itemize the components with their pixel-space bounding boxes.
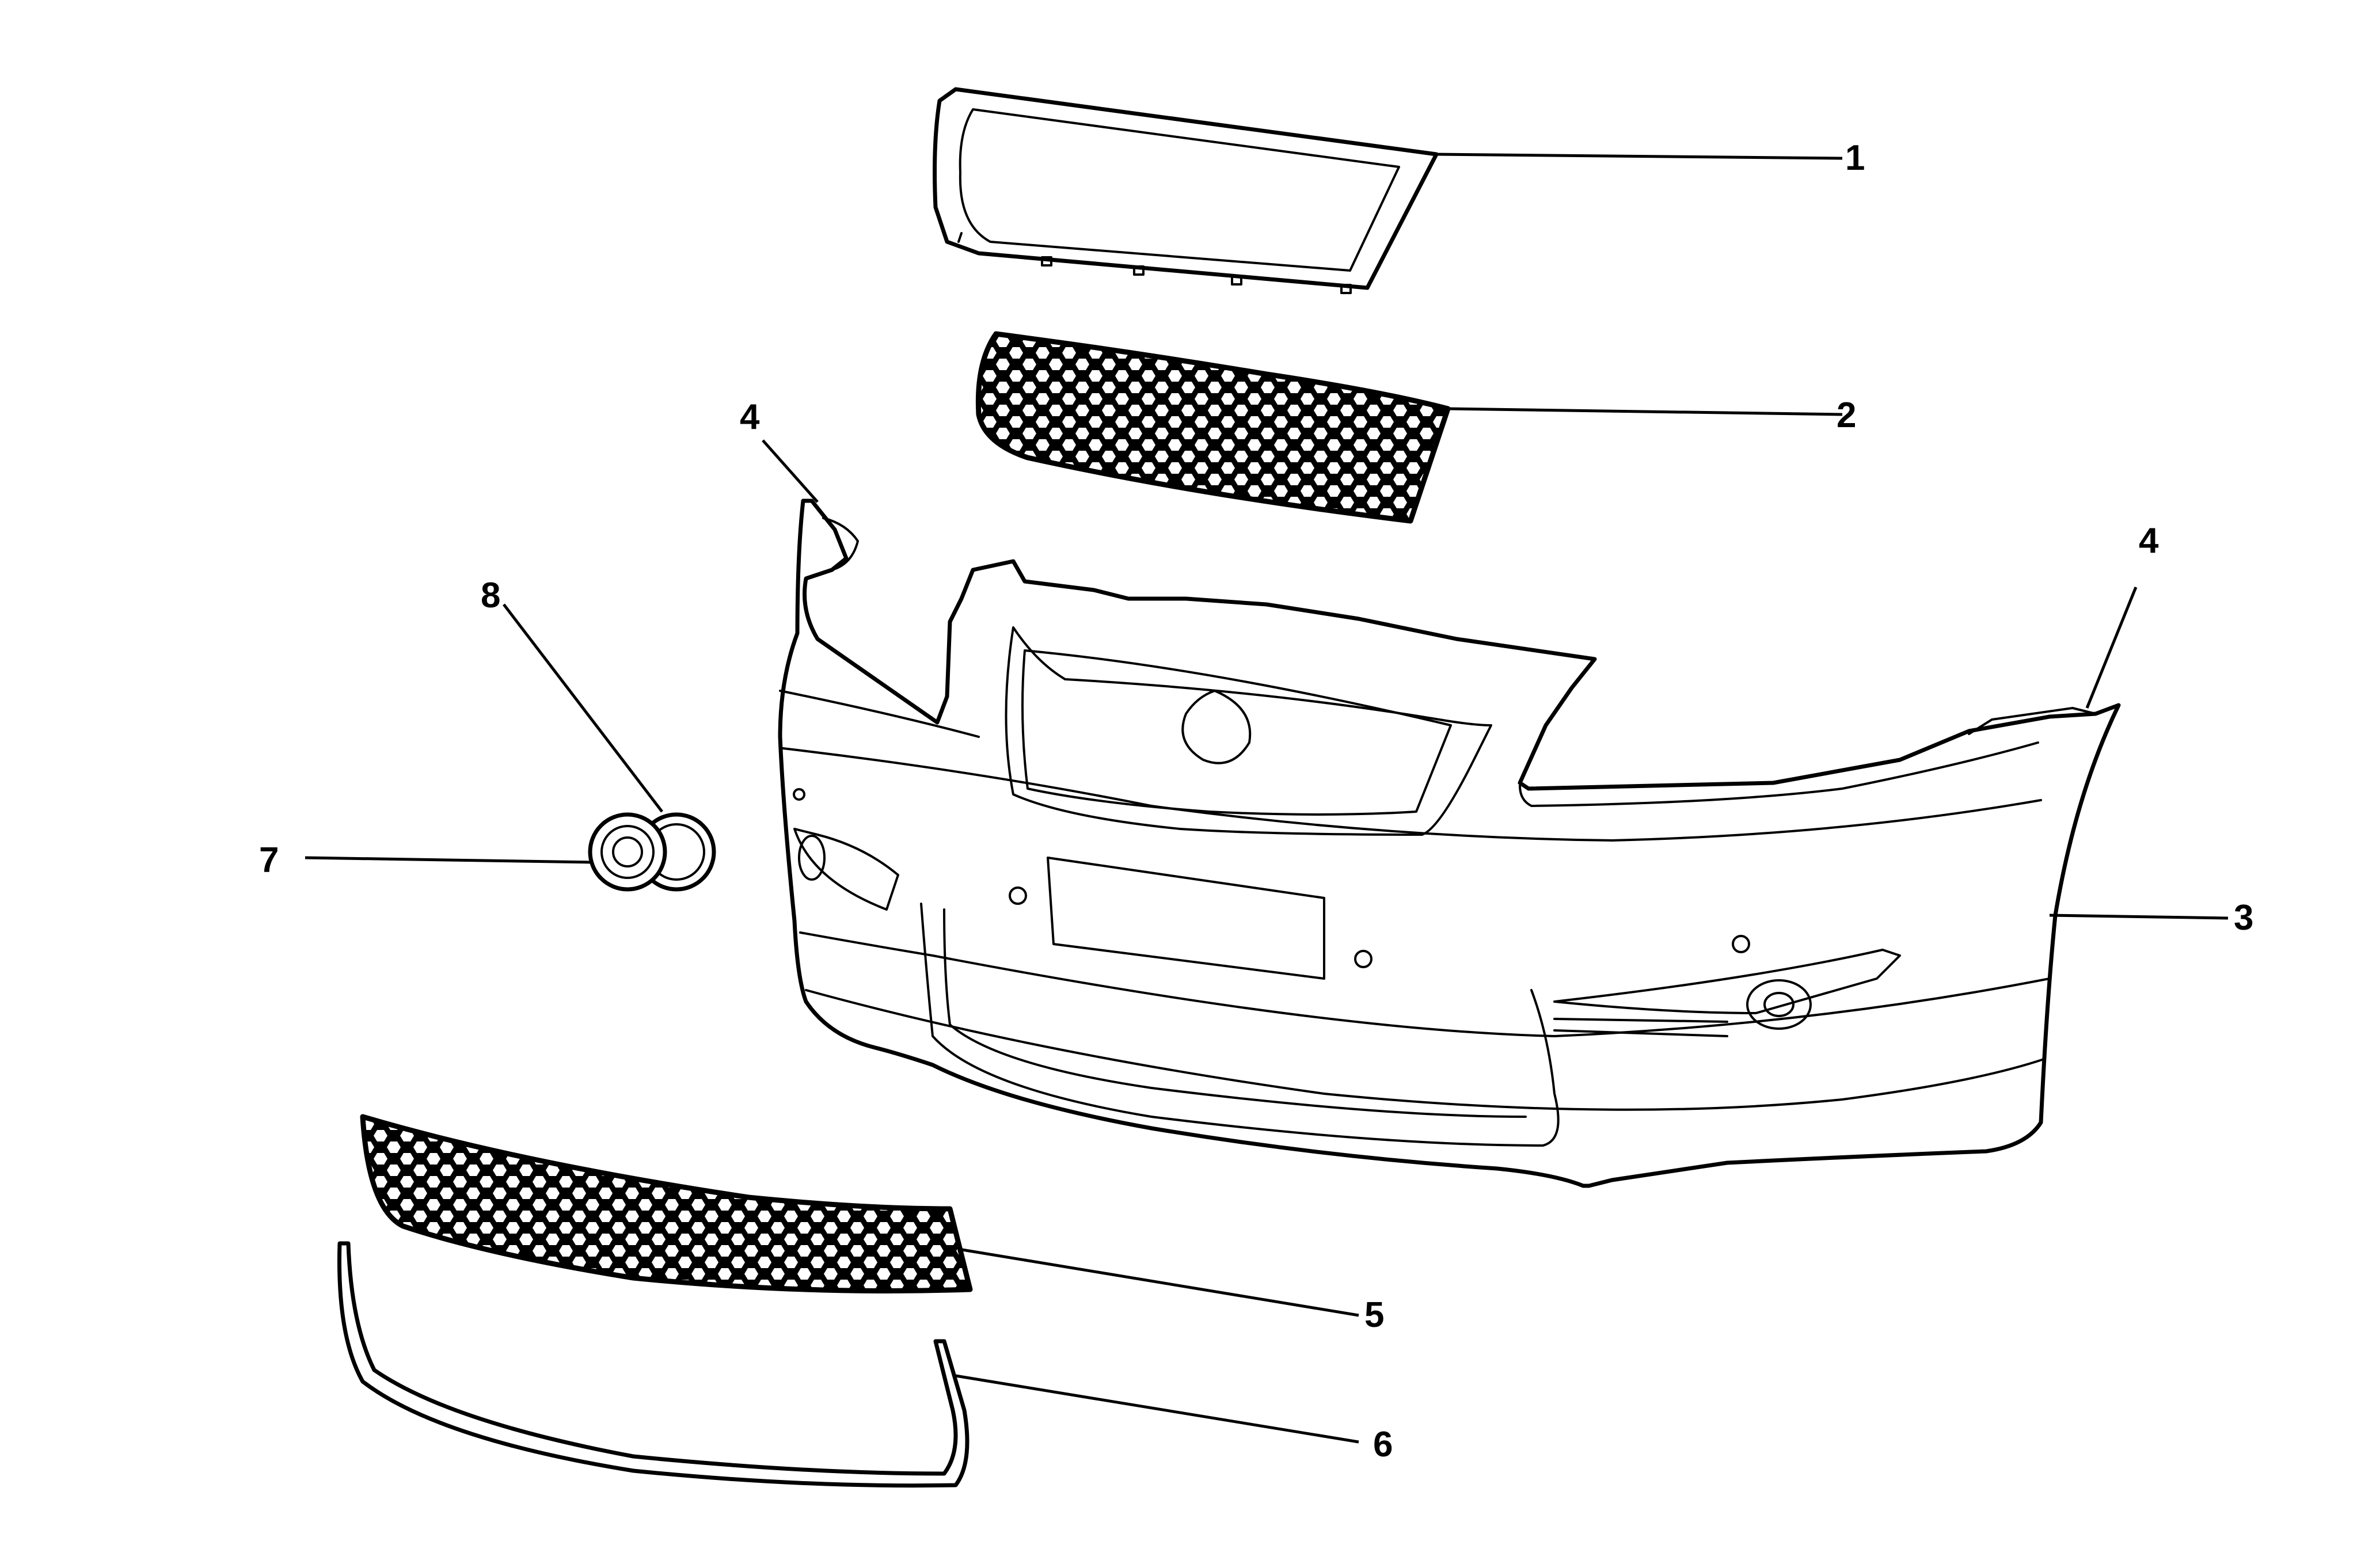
upper-mesh-insert — [975, 331, 1451, 524]
callout-7: 7 — [259, 840, 279, 880]
callout-5: 5 — [1364, 1295, 1384, 1335]
callout-8: 8 — [481, 576, 500, 615]
callout-6: 6 — [1373, 1425, 1393, 1464]
callout-2: 2 — [1837, 395, 1856, 435]
callout-3: 3 — [2234, 898, 2253, 938]
callout-4-left: 4 — [740, 397, 760, 437]
upper-grille-frame — [933, 87, 1439, 294]
callout-labels: 1 2 3 4 4 5 6 7 8 — [259, 138, 2253, 1464]
callout-4-right: 4 — [2139, 521, 2159, 561]
tow-hook-cover — [588, 812, 716, 892]
lower-mesh-insert — [360, 1114, 973, 1293]
lower-trim-strip — [337, 1241, 970, 1488]
leader-lines — [305, 153, 2229, 1444]
front-bumper-cover — [778, 498, 2121, 1188]
callout-1: 1 — [1845, 138, 1865, 178]
